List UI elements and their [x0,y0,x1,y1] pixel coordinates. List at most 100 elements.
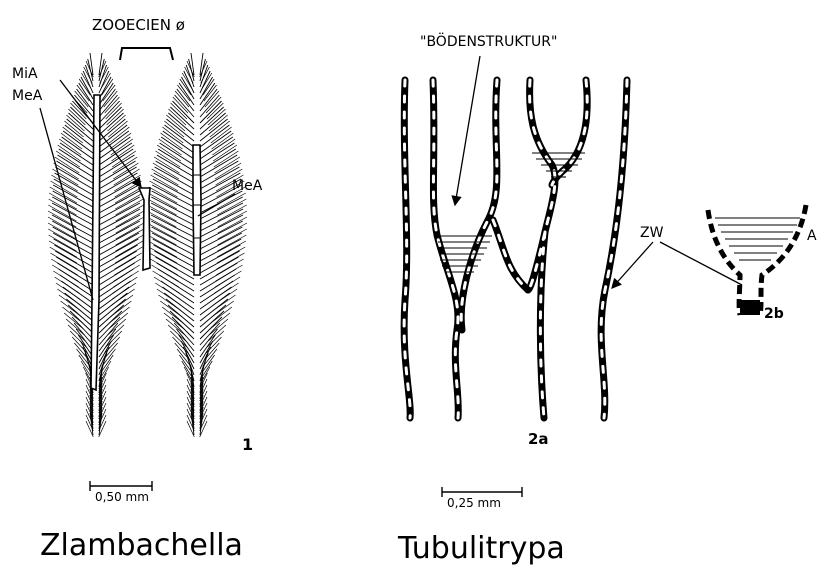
frond-hatch-line [154,173,194,195]
frond-hatch-line [53,227,93,249]
frond-hatch-line [173,97,188,113]
frond-hatch-line [200,131,231,153]
frond-hatch-line [99,215,140,237]
frond-hatch-line [99,251,137,273]
leader-mea-left [40,108,93,300]
genus-tubulitrypa: Tubulitrypa [397,531,565,566]
frond-hatch-line [152,227,194,249]
frond-hatch-line [200,125,229,147]
scale-bar-1: 0,50 mm [90,481,152,504]
frond-hatch-line [200,233,242,255]
frond-hatch-line [99,239,138,261]
leader-zw-2a [612,242,653,288]
frond-hatch-line [103,85,115,101]
label-a: A [807,228,817,244]
frond-hatch-line [55,173,93,195]
frond-hatch-line [200,245,240,267]
frond-hatch-line [177,85,190,101]
frond-hatch-line [151,221,194,243]
frond-hatch-line [158,149,194,171]
wall-3 [461,80,497,330]
frond-hatch-line [53,233,93,255]
frond-hatch-line [105,97,120,113]
frond-hatch-line [99,149,133,171]
wall-7 [601,80,627,418]
frond-hatch-line [205,91,219,107]
label-zooecien: ZOOECIEN ø [92,16,185,34]
frond-hatch-line [151,215,194,237]
frond-hatch-line [154,245,194,267]
wall-4 [493,220,528,290]
frond-hatch-line [154,251,194,273]
frond-hatch-line [200,239,241,261]
frond-hatch-line [99,221,140,243]
frond-hatch-line [165,125,194,147]
frond-hatch-line [99,233,139,255]
frond-hatch-line [160,143,194,165]
frond-hatch-line [200,155,237,177]
zooecia-bracket [120,48,173,60]
panel-2b: 2b [764,306,784,322]
frond-hatch-line [99,167,137,189]
frond-hatch-line [63,287,93,309]
frond-hatch-line [99,281,131,303]
leader-boeden [455,56,480,205]
frond-hatch-line [99,137,130,159]
frond-hatch-line [200,221,243,243]
frond-hatch-line [99,155,134,177]
frond-hatch-line [54,245,93,267]
label-boedenstruktur: "BÖDENSTRUKTUR" [420,32,557,50]
frond-hatch-line [54,239,93,261]
frond-hatch-line [156,161,194,183]
frond-hatch-line [200,149,236,171]
panel-2a: 2a [528,430,549,448]
frond-hatch-line [58,155,93,177]
frond-hatch-line [63,131,93,153]
frond-hatch-line [200,137,233,159]
frond-hatch-line [99,173,137,195]
frond-hatch-line [200,143,234,165]
frond-hatch-line [99,209,140,231]
frond-hatch-line [163,131,194,153]
tube-walls [404,80,627,418]
frond-hatch-line [206,97,221,113]
frond-hatch-line [161,137,194,159]
frond-hatch-line [175,91,189,107]
frond-hatch-line [157,155,194,177]
frond-hatch-line [99,227,139,249]
frond-hatch-line [200,227,242,249]
label-mea-left: MeA [12,88,43,104]
label-zw: ZW [640,225,664,241]
frond-hatch-line [204,85,217,101]
frond-hatch-line [153,239,194,261]
frond-hatch-line [200,251,240,273]
frond-hatch-line [75,91,88,107]
scale-bar-2: 0,25 mm [442,487,522,510]
frond-hatch-line [99,125,127,147]
genus-zlambachella: Zlambachella [40,528,243,563]
frond-hatch-line [77,85,89,101]
frond-hatch-line [155,167,194,189]
frond-hatch-line [151,209,194,231]
frond-hatch-line [104,91,117,107]
frond-hatch-line [152,233,194,255]
frond-hatch-line [200,215,243,237]
frond-hatch-line [60,143,93,165]
mesotheca-axis-left [91,95,100,390]
label-mia: MiA [12,66,38,82]
frond-hatch-line [62,137,93,159]
frond-hatch-line [99,131,129,153]
frond-hatch-line [59,149,93,171]
frond-hatch-line [99,245,138,267]
frond-hatch-line [99,287,129,309]
panel-number-1: 1 [242,435,253,454]
frond-hatch-line [65,125,93,147]
frond-hatch-line [56,161,93,183]
scale-label-1: 0,50 mm [95,490,149,504]
label-mea-right: MeA [232,178,263,194]
figure-2b [708,205,806,315]
frond-hatch-line [200,209,243,231]
frond-hatch-line [55,251,93,273]
scale-label-2: 0,25 mm [447,496,501,510]
